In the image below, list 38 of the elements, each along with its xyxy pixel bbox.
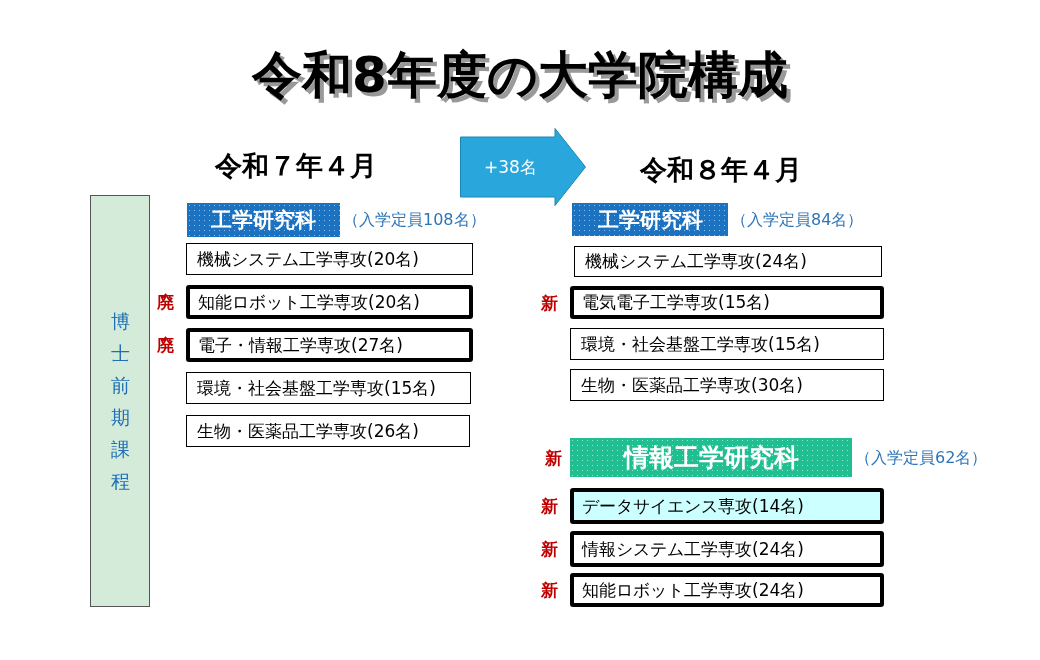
capacity-note: （入学定員84名） (731, 209, 864, 230)
title: 令和8年度の大学院構成 (250, 45, 789, 106)
capacity-note: （入学定員108名） (343, 209, 486, 231)
course-band (90, 195, 150, 607)
status-mark: 新 (541, 578, 558, 602)
major-name: 電気電子工学専攻(15名) (582, 291, 770, 314)
status-mark: 新 (545, 446, 562, 469)
major-name: 環境・社会基盤工学専攻(15名) (581, 332, 820, 356)
major-box (570, 328, 884, 360)
course-name: 博士前期課程 (110, 309, 130, 494)
major-name: データサイエンス専攻(14名) (582, 494, 804, 518)
increase-label: +38名 (484, 156, 537, 179)
school-name: 工学研究科 (597, 206, 703, 234)
major-box (186, 415, 470, 447)
capacity-note: （入学定員62名） (855, 447, 988, 468)
major-name: 機械システム工学専攻(24名) (585, 250, 807, 273)
major-box (574, 246, 882, 277)
major-box (186, 243, 473, 275)
major-box (186, 372, 471, 404)
school-name: 情報工学研究科 (623, 442, 799, 474)
school-name: 工学研究科 (211, 207, 316, 234)
status-mark: 廃 (157, 290, 174, 314)
status-mark: 新 (541, 291, 558, 314)
major-name: 生物・医薬品工学専攻(26名) (197, 419, 419, 443)
major-name: 電子・情報工学専攻(27名) (198, 333, 403, 357)
major-box (570, 369, 884, 401)
status-mark: 廃 (157, 333, 174, 357)
major-name: 知能ロボット工学専攻(20名) (198, 290, 420, 314)
status-mark: 新 (541, 537, 558, 561)
block-arrow (460, 128, 586, 206)
major-name: 機械システム工学専攻(20名) (197, 247, 419, 271)
major-name: 生物・医薬品工学専攻(30名) (581, 373, 803, 397)
status-mark: 新 (541, 494, 558, 518)
period-heading: 令和７年４月 (215, 149, 377, 183)
major-name: 知能ロボット工学専攻(24名) (582, 578, 804, 602)
major-name: 情報システム工学専攻(24名) (582, 537, 804, 561)
major-name: 環境・社会基盤工学専攻(15名) (197, 376, 436, 400)
period-heading: 令和８年４月 (640, 153, 802, 187)
